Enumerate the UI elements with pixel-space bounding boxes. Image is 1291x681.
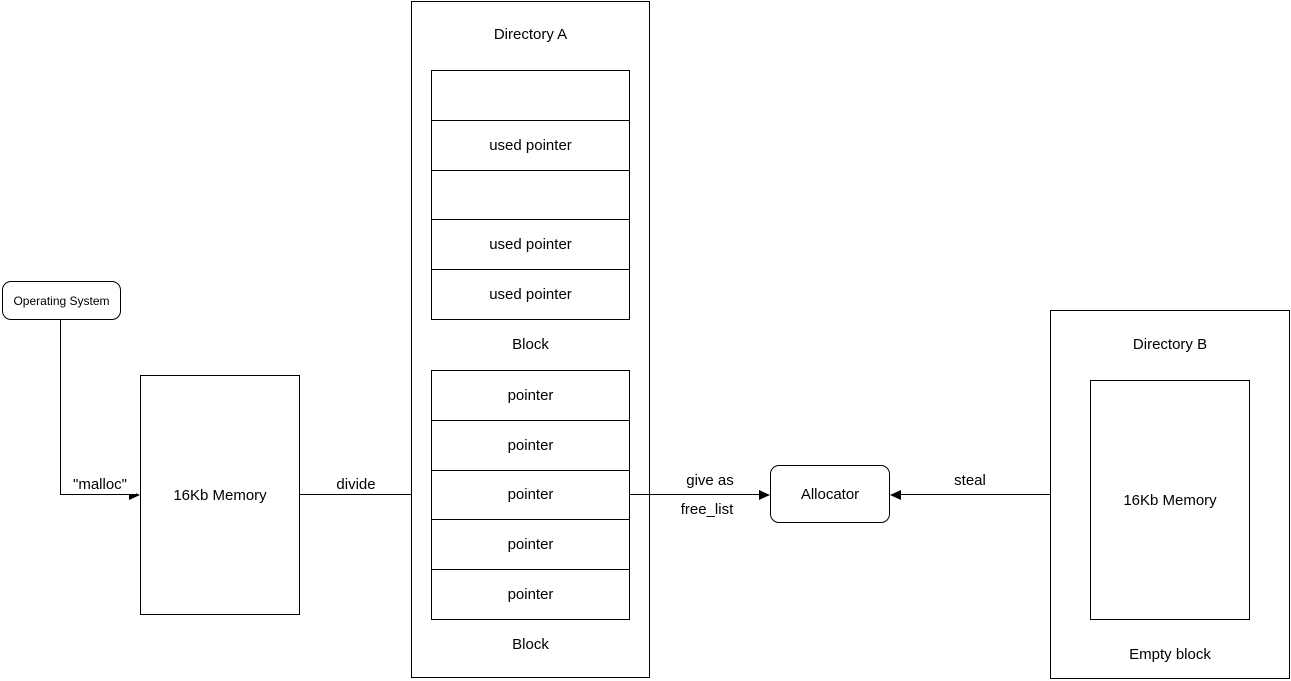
- give-as-arrowhead-icon: [759, 490, 770, 500]
- give-as-edge-label-line1: give as: [665, 472, 755, 490]
- table-row: [432, 171, 629, 221]
- directory-b-title: Directory B: [1132, 336, 1208, 353]
- table-row: used pointer: [432, 220, 629, 271]
- memory-16kb-label-a: 16Kb Memory: [173, 486, 267, 504]
- steal-arrowhead-icon: [890, 490, 901, 500]
- table-row: pointer: [432, 520, 629, 571]
- memory-16kb-label-b: 16Kb Memory: [1123, 491, 1217, 509]
- operating-system-node: Operating System: [2, 281, 121, 320]
- table-cell-label: pointer: [507, 536, 554, 554]
- table-row: pointer: [432, 371, 629, 421]
- directory-a-block1-caption: Block: [512, 336, 549, 353]
- directory-a-title: Directory A: [493, 26, 568, 43]
- os-connector-horizontal-line: [60, 494, 131, 495]
- allocator-label: Allocator: [800, 485, 860, 503]
- table-cell-label: used pointer: [489, 136, 572, 154]
- table-row: pointer: [432, 471, 629, 521]
- divide-edge-label: divide: [320, 476, 392, 494]
- table-row: used pointer: [432, 270, 629, 319]
- table-row: pointer: [432, 421, 629, 471]
- operating-system-label: Operating System: [13, 293, 110, 308]
- table-row: used pointer: [432, 121, 629, 171]
- directory-b-empty-block-caption: Empty block: [1129, 646, 1211, 663]
- table-row: pointer: [432, 570, 629, 619]
- allocator-node: Allocator: [770, 465, 890, 523]
- table-cell-label: pointer: [507, 586, 554, 604]
- table-cell-label: used pointer: [489, 236, 572, 254]
- table-cell-label: pointer: [507, 486, 554, 504]
- table-cell-label: used pointer: [489, 286, 572, 304]
- os-connector-vertical-line: [60, 320, 61, 494]
- memory-16kb-node-a: 16Kb Memory: [140, 375, 300, 615]
- steal-edge-label: steal: [930, 472, 1010, 490]
- table-row: [432, 71, 629, 121]
- give-as-edge-label-line2: free_list: [662, 501, 752, 519]
- memory-16kb-node-b: 16Kb Memory: [1090, 380, 1250, 620]
- table-cell-label: pointer: [507, 436, 554, 454]
- divide-edge-line: [300, 494, 420, 495]
- steal-edge-line: [901, 494, 1050, 495]
- directory-a-block1-table: used pointer used pointer used pointer: [431, 70, 630, 320]
- table-cell-label: pointer: [507, 386, 554, 404]
- malloc-arrowhead-icon: [129, 490, 140, 500]
- directory-a-block2-table: pointer pointer pointer pointer pointer: [431, 370, 630, 620]
- directory-a-block2-caption: Block: [512, 636, 549, 653]
- give-as-edge-line: [630, 494, 761, 495]
- malloc-edge-label: "malloc": [64, 476, 136, 494]
